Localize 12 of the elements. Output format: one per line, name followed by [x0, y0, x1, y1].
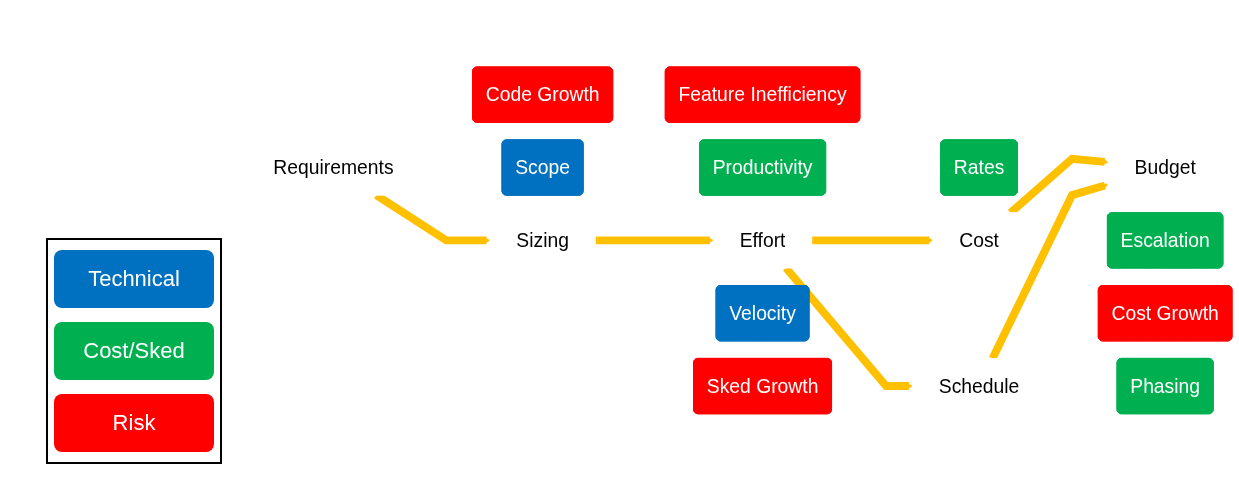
node-text: Schedule [938, 374, 1020, 397]
legend-swatch: Technical [54, 250, 214, 308]
legend-swatch: Risk [54, 394, 214, 452]
legend-swatch: Cost/Sked [54, 322, 214, 380]
node-text: Budget [1134, 156, 1196, 179]
node-text: Requirements [273, 156, 394, 179]
node-text: Effort [739, 229, 786, 251]
node-text: Cost [959, 229, 999, 251]
arrow [595, 236, 714, 244]
arrow [988, 181, 1109, 360]
node-text: Sizing [516, 229, 569, 251]
arrow [811, 236, 934, 244]
